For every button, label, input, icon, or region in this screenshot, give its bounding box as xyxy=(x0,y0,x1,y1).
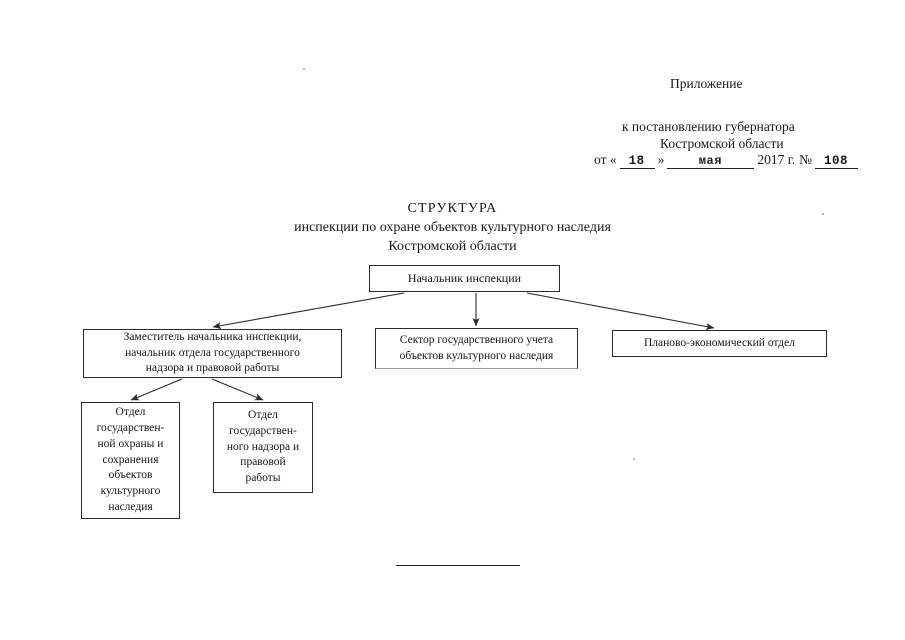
decree-number-value: 108 xyxy=(815,154,859,169)
sector-line-2: объектов культурного наследия xyxy=(399,349,554,362)
date-prefix: от « xyxy=(594,152,617,167)
protection-line-5: объектов xyxy=(108,469,153,482)
decree-date-line: от « 18 » мая 2017 г. № 108 xyxy=(592,152,859,169)
protection-line-2: государствен- xyxy=(96,421,165,434)
org-node-deputy[interactable]: Заместитель начальника инспекции, началь… xyxy=(83,329,342,378)
protection-line-7: наследия xyxy=(108,501,153,514)
org-node-supervision[interactable]: Отдел государствен- ного надзора и право… xyxy=(213,402,313,493)
deputy-line-3: надзора и правовой работы xyxy=(145,362,280,375)
scan-speck xyxy=(633,458,635,460)
org-node-sector-label: Сектор государственного учета объектов к… xyxy=(400,333,554,365)
date-month-value: мая xyxy=(667,154,755,169)
supervision-line-1: Отдел xyxy=(248,408,278,421)
decree-reference-line-1: к постановлению губернатора xyxy=(622,119,795,134)
sector-line-1: Сектор государственного учета xyxy=(399,333,554,346)
org-node-deputy-label: Заместитель начальника инспекции, началь… xyxy=(124,330,302,378)
protection-line-3: ной охраны и xyxy=(97,437,164,450)
protection-line-1: Отдел xyxy=(115,406,146,418)
document-title: СТРУКТУРА инспекции по охране объектов к… xyxy=(0,200,905,257)
supervision-line-5: работы xyxy=(245,472,281,485)
org-node-protection-label: Отдел государствен- ной охраны и сохране… xyxy=(97,405,165,516)
org-node-head-label: Начальник инспекции xyxy=(407,271,522,286)
deputy-line-2: начальник отдела государственного xyxy=(125,346,300,359)
scan-speck xyxy=(822,213,824,215)
protection-line-6: культурного xyxy=(100,485,161,498)
org-node-supervision-label: Отдел государствен- ного надзора и право… xyxy=(227,408,299,487)
bottom-separator-rule xyxy=(396,565,520,566)
date-day-value: 18 xyxy=(619,154,655,169)
supervision-line-2: государствен- xyxy=(229,424,297,437)
supervision-line-3: ного надзора и xyxy=(226,440,300,453)
protection-line-4: сохранения xyxy=(102,453,159,466)
org-node-planning[interactable]: Планово-экономический отдел xyxy=(612,330,827,357)
edge-head-to-planning xyxy=(526,292,715,331)
scan-speck xyxy=(303,68,305,70)
date-year-value: 2017 г. xyxy=(757,152,796,167)
title-line-2: инспекции по охране объектов культурного… xyxy=(294,219,611,235)
edge-deputy-to-protection xyxy=(130,378,183,401)
org-node-protection[interactable]: Отдел государствен- ной охраны и сохране… xyxy=(81,402,180,519)
title-main: СТРУКТУРА xyxy=(407,201,498,216)
supervision-line-4: правовой xyxy=(240,456,286,469)
title-line-3: Костромской области xyxy=(388,238,517,254)
org-node-sector[interactable]: Сектор государственного учета объектов к… xyxy=(375,328,578,369)
edge-deputy-to-supervision xyxy=(211,378,264,401)
date-quote-close: » xyxy=(657,152,665,167)
org-node-head[interactable]: Начальник инспекции xyxy=(369,265,560,292)
number-sign: № xyxy=(799,152,813,167)
edge-head-to-deputy xyxy=(212,292,405,330)
org-node-planning-label: Планово-экономический отдел xyxy=(643,336,795,349)
deputy-line-1: Заместитель начальника инспекции, xyxy=(123,330,302,343)
appendix-label: Приложение xyxy=(670,76,743,91)
decree-reference-line-2: Костромской области xyxy=(660,136,784,151)
